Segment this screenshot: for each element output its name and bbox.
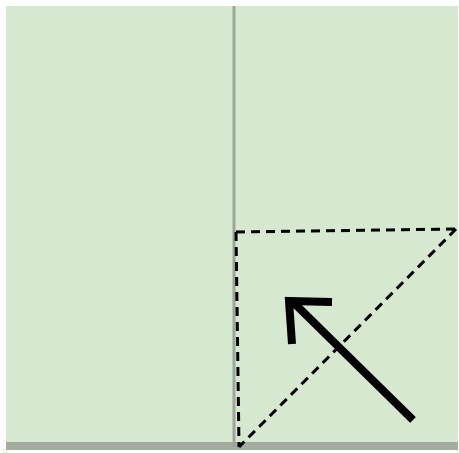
fold-arrow-icon	[284, 296, 416, 423]
fold-line-left	[234, 231, 241, 448]
paper-sheet	[6, 6, 458, 446]
fold-line-top	[235, 227, 457, 234]
fold-line-diagonal	[237, 227, 458, 449]
fold-arrow-head	[284, 296, 333, 345]
fold-triangle	[234, 227, 458, 449]
paper-bottom-shadow	[6, 442, 458, 450]
fold-arrow-shaft	[291, 300, 416, 423]
